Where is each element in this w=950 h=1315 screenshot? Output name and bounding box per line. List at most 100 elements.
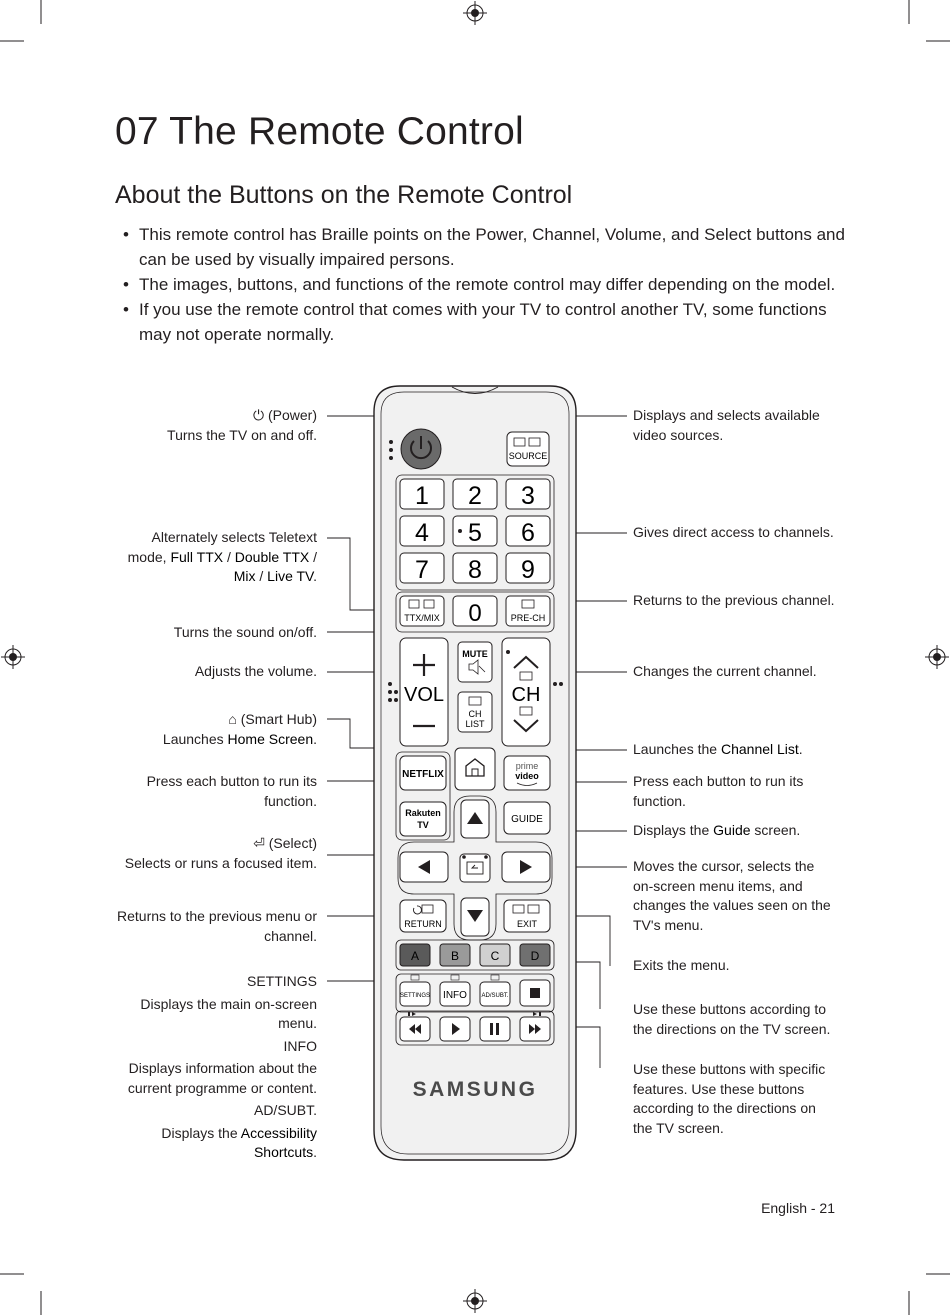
number-6-button[interactable]: 6 <box>505 515 551 547</box>
volume-rocker[interactable]: VOL <box>399 637 449 747</box>
info-button[interactable]: INFO <box>439 974 471 1007</box>
volume-annotation: Adjusts the volume. <box>194 663 317 679</box>
volume-label: VOL <box>404 684 444 706</box>
apps-right-annotation: Press each button to run its function. <box>633 773 804 809</box>
samsung-logo: SAMSUNG <box>413 1078 538 1101</box>
media-buttons-annotation: Use these buttons with specific features… <box>633 1061 826 1136</box>
color-buttons: A B C D <box>399 943 551 967</box>
bullet-braille: •This remote control has Braille points … <box>123 225 845 269</box>
number-5-button[interactable]: 5 <box>452 515 498 547</box>
numbers-annotation: Gives direct access to channels. <box>633 524 834 540</box>
return-annotation: Returns to the previous menu or channel. <box>117 908 317 944</box>
number-6-label: 6 <box>521 519 535 547</box>
mute-button[interactable]: MUTE <box>457 641 493 683</box>
ad-subt-button[interactable]: AD/SUBT. <box>479 974 511 1007</box>
number-4-button[interactable]: 4 <box>399 515 445 547</box>
registration-mark-top <box>463 1 487 25</box>
channel-label: CH <box>512 684 541 706</box>
netflix-label: NETFLIX <box>402 769 444 780</box>
braille-dots-power <box>389 440 393 460</box>
ch-list-annotation: Launches the Channel List. <box>633 741 803 757</box>
prime-video-button[interactable]: prime video <box>503 755 551 791</box>
dpad-down-button[interactable] <box>460 897 490 937</box>
color-button-c[interactable]: C <box>479 943 511 967</box>
section-title: About the Buttons on the Remote Control <box>115 181 573 209</box>
source-button[interactable]: SOURCE <box>506 431 550 467</box>
power-icon: ⏻ <box>253 407 265 423</box>
channel-rocker[interactable]: CH <box>501 637 551 747</box>
exit-button[interactable]: EXIT <box>503 899 551 933</box>
page-title: 07 The Remote Control <box>115 110 524 153</box>
stop-button[interactable] <box>519 979 551 1007</box>
dpad-up-button[interactable] <box>460 799 490 839</box>
number-1-label: 1 <box>415 482 429 510</box>
braille-dots-volume <box>388 682 398 702</box>
select-button[interactable] <box>459 853 491 883</box>
ad-subt-label: AD/SUBT. <box>481 993 508 999</box>
number-1-button[interactable]: 1 <box>399 478 445 510</box>
color-button-a[interactable]: A <box>399 943 431 967</box>
number-8-label: 8 <box>468 556 482 584</box>
number-5-label: 5 <box>468 519 482 547</box>
braille-dots-channel <box>506 650 563 686</box>
exit-label: EXIT <box>517 919 538 929</box>
return-label: RETURN <box>404 919 442 929</box>
mute-label: MUTE <box>462 649 488 659</box>
number-9-button[interactable]: 9 <box>505 552 551 584</box>
dpad-right-button[interactable] <box>501 851 551 883</box>
rakuten-label-1: Rakuten <box>405 808 441 818</box>
fast-forward-button[interactable] <box>519 1012 551 1042</box>
dpad-left-button[interactable] <box>399 851 449 883</box>
prime-label-1: prime <box>516 761 539 771</box>
apps-left-annotation: Press each button to run its function. <box>146 773 317 809</box>
ch-list-label-2: LIST <box>465 719 485 729</box>
number-3-button[interactable]: 3 <box>505 478 551 510</box>
pre-ch-annotation: Returns to the previous channel. <box>633 592 835 608</box>
media-row-frame <box>395 1010 555 1046</box>
ttx-mix-button[interactable]: TTX/MIX <box>399 595 445 627</box>
ch-list-button[interactable]: CH LIST <box>457 691 493 733</box>
color-button-b-label: B <box>451 949 459 963</box>
source-label: SOURCE <box>509 451 548 461</box>
source-annotation: Displays and selects available video sou… <box>633 407 820 443</box>
prime-label-2: video <box>515 771 539 781</box>
number-2-label: 2 <box>468 482 482 510</box>
rewind-button[interactable] <box>399 1012 431 1042</box>
number-2-button[interactable]: 2 <box>452 478 498 510</box>
pre-ch-label: PRE-CH <box>511 613 546 623</box>
number-7-button[interactable]: 7 <box>399 552 445 584</box>
smart-hub-annotation: ⌂ (Smart Hub) Launches Home Screen. <box>162 711 317 747</box>
color-buttons-frame <box>395 939 555 971</box>
number-pad-frame <box>395 474 555 591</box>
color-button-c-label: C <box>491 949 500 963</box>
number-0-button[interactable]: 0 <box>452 595 498 627</box>
settings-label: SETTINGS <box>400 993 430 999</box>
bullet-other-tv: •If you use the remote control that come… <box>123 300 827 344</box>
registration-mark-left <box>1 645 25 669</box>
notes-list: •This remote control has Braille points … <box>115 222 845 347</box>
color-button-b[interactable]: B <box>439 943 471 967</box>
ttx-mix-label: TTX/MIX <box>404 613 440 623</box>
pre-ch-button[interactable]: PRE-CH <box>505 595 551 627</box>
color-button-d-label: D <box>531 949 540 963</box>
guide-button[interactable]: GUIDE <box>503 801 551 835</box>
braille-dots-select <box>462 855 488 859</box>
dpad-annotation: Moves the cursor, selects the on-screen … <box>633 858 831 933</box>
number-8-button[interactable]: 8 <box>452 552 498 584</box>
power-button[interactable] <box>400 428 442 470</box>
bullet-differ: •The images, buttons, and functions of t… <box>123 275 836 294</box>
pause-button[interactable] <box>479 1016 511 1042</box>
settings-button[interactable]: SETTINGS <box>399 974 431 1007</box>
mute-annotation: Turns the sound on/off. <box>173 624 317 640</box>
play-button[interactable] <box>439 1016 471 1042</box>
row-zero-frame <box>395 591 555 633</box>
select-icon: ⏎ <box>253 835 265 851</box>
registration-mark-bottom <box>463 1289 487 1313</box>
channel-annotation: Changes the current channel. <box>633 663 817 679</box>
netflix-button[interactable]: NETFLIX <box>399 755 447 791</box>
smart-hub-button[interactable] <box>454 747 496 791</box>
return-button[interactable]: RETURN <box>399 899 447 933</box>
rakuten-tv-button[interactable]: Rakuten TV <box>399 801 447 837</box>
color-button-d[interactable]: D <box>519 943 551 967</box>
